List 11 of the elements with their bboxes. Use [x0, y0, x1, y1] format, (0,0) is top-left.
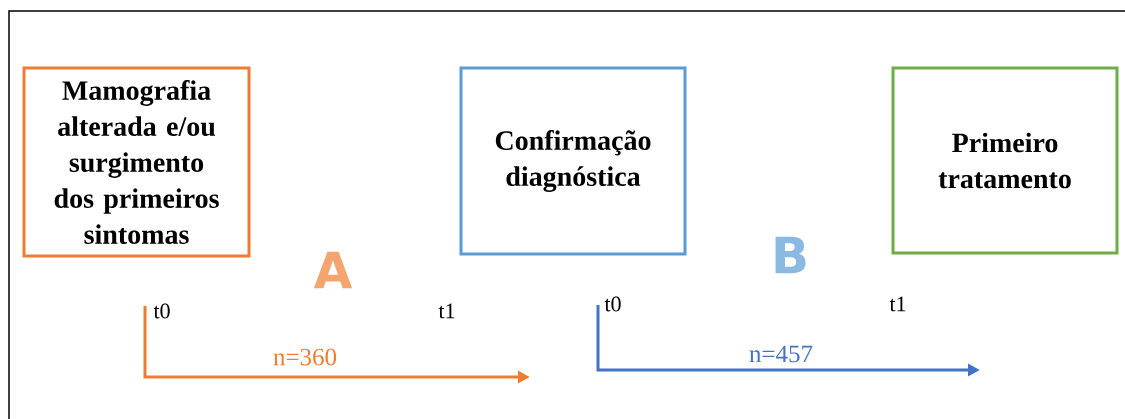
- count-label: n=457: [749, 345, 813, 363]
- process-box: Confirmação diagnóstica: [459, 66, 687, 256]
- time-label: t1: [889, 296, 906, 312]
- time-label: t1: [438, 303, 455, 319]
- time-label: t0: [153, 303, 170, 319]
- process-box: Primeiro tratamento: [891, 66, 1119, 255]
- process-box: Mamografia alterada e/ou surgimento dos primeiros sintomas: [22, 66, 251, 258]
- count-label: n=360: [273, 348, 337, 366]
- letter-mark: A: [313, 251, 353, 289]
- time-label: t0: [604, 296, 621, 312]
- letter-mark: B: [775, 236, 806, 274]
